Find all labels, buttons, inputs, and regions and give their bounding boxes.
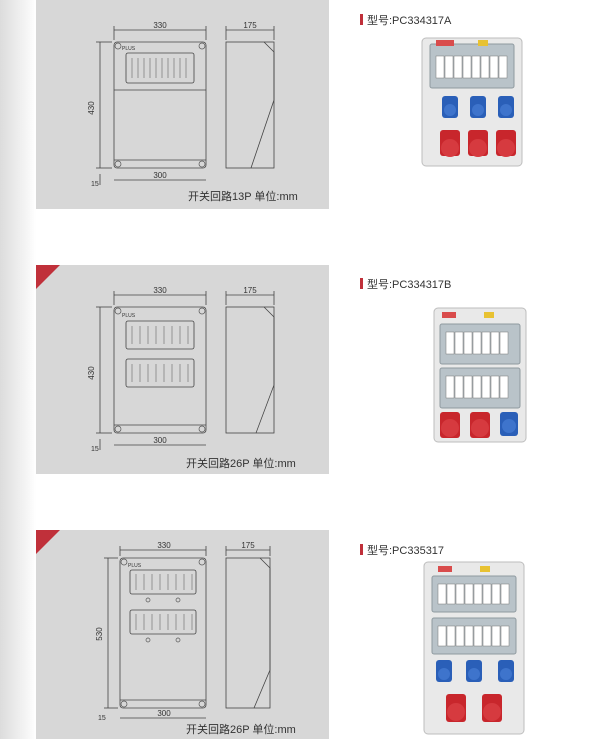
left-shade bbox=[0, 0, 36, 739]
dim-height: 530 bbox=[95, 627, 104, 641]
dim-bottom: 300 bbox=[153, 436, 167, 445]
model-text: 型号:PC334317A bbox=[367, 15, 452, 27]
model-text: 型号:PC334317B bbox=[367, 279, 452, 291]
model-label-3: 型号:PC335317 bbox=[360, 542, 444, 558]
dim-offset: 15 bbox=[91, 181, 99, 188]
dim-depth: 175 bbox=[241, 541, 255, 550]
product-photo-2 bbox=[433, 307, 527, 443]
dim-height: 430 bbox=[87, 366, 96, 380]
dim-bottom: 300 bbox=[157, 709, 171, 718]
brand-mark: PLUS bbox=[122, 46, 136, 52]
drawing-panel-2: PLUS 330 175 430 300 15 开关回路26P 单位:mm bbox=[36, 265, 329, 474]
dim-offset: 15 bbox=[98, 715, 106, 722]
technical-drawing-3: PLUS 330 175 530 300 15 bbox=[95, 541, 271, 722]
accent-bar bbox=[360, 544, 363, 555]
model-label-2: 型号:PC334317B bbox=[360, 276, 451, 292]
dim-height: 430 bbox=[87, 101, 96, 115]
accent-bar bbox=[360, 278, 363, 289]
brand-mark: PLUS bbox=[128, 563, 142, 569]
dim-depth: 175 bbox=[243, 21, 257, 30]
dim-width: 330 bbox=[153, 21, 167, 30]
dim-offset: 15 bbox=[91, 446, 99, 453]
dim-depth: 175 bbox=[243, 286, 257, 295]
product-photo-1 bbox=[421, 37, 523, 167]
corner-accent bbox=[36, 265, 60, 289]
dim-width: 330 bbox=[153, 286, 167, 295]
drawing-caption: 开关回路26P 单位:mm bbox=[186, 724, 296, 736]
product-photo-3 bbox=[423, 561, 525, 735]
drawing-caption: 开关回路13P 单位:mm bbox=[188, 191, 298, 203]
technical-drawing-2: PLUS 330 175 430 300 15 bbox=[87, 286, 275, 453]
accent-bar bbox=[360, 14, 363, 25]
drawing-panel-3: PLUS 330 175 530 300 15 开关回路26P 单位:mm bbox=[36, 530, 329, 739]
corner-accent bbox=[36, 530, 60, 554]
model-label-1: 型号:PC334317A bbox=[360, 12, 451, 28]
dim-bottom: 300 bbox=[153, 171, 167, 180]
brand-mark: PLUS bbox=[122, 313, 136, 319]
dim-width: 330 bbox=[157, 541, 171, 550]
model-text: 型号:PC335317 bbox=[367, 545, 445, 557]
drawing-panel-1: PLUS 330 175 430 300 15 开关回路13P 单位:mm bbox=[36, 0, 329, 209]
drawing-caption: 开关回路26P 单位:mm bbox=[186, 458, 296, 470]
technical-drawing-1: PLUS 330 175 430 300 15 bbox=[87, 21, 275, 188]
